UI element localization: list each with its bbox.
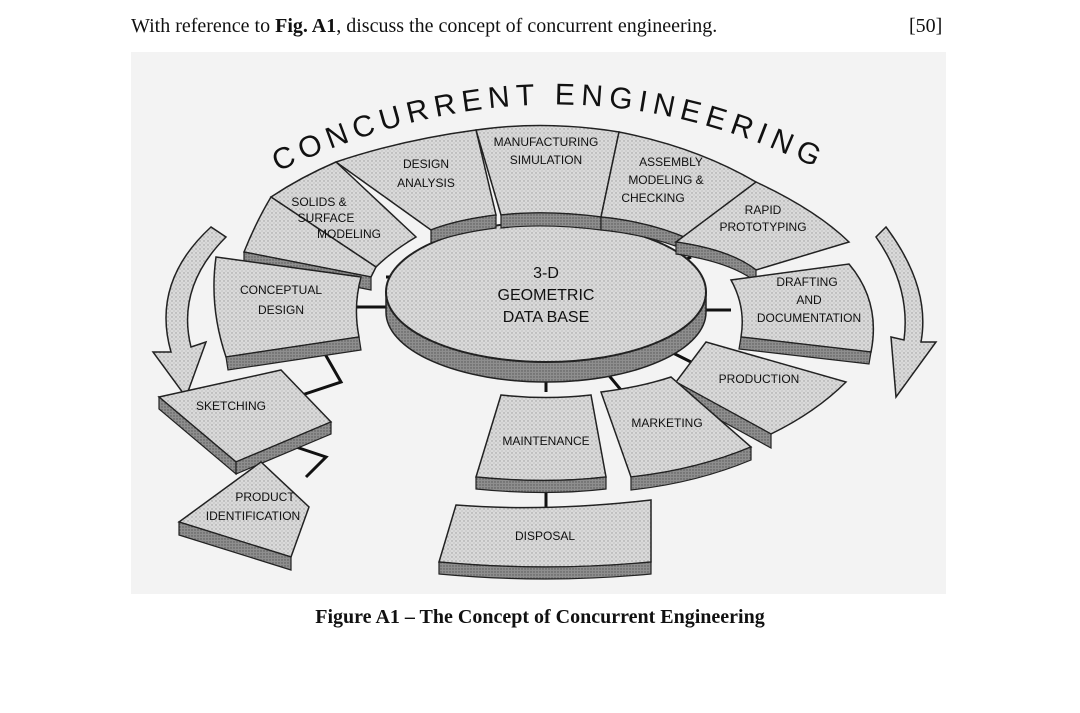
svg-text:MODELING: MODELING <box>317 227 381 241</box>
marks-label: [50] <box>909 15 943 37</box>
segment-sketching: SKETCHING <box>157 369 333 476</box>
right-arrow-icon <box>875 225 938 400</box>
svg-text:MAINTENANCE: MAINTENANCE <box>502 434 589 448</box>
svg-text:CHECKING: CHECKING <box>621 191 684 205</box>
svg-text:SOLIDS &: SOLIDS & <box>291 195 346 209</box>
svg-text:MARKETING: MARKETING <box>631 416 702 430</box>
svg-text:CONCEPTUAL: CONCEPTUAL <box>240 283 322 297</box>
segment-rapid-prototyping: RAPID PROTOTYPING <box>674 181 851 284</box>
question-text: With reference to Fig. A1, discuss the c… <box>131 15 717 38</box>
segment-disposal: DISPOSAL <box>438 499 652 580</box>
svg-text:DRAFTING: DRAFTING <box>776 275 837 289</box>
segment-production: PRODUCTION <box>674 341 848 450</box>
svg-text:SIMULATION: SIMULATION <box>510 153 582 167</box>
svg-text:PROTOTYPING: PROTOTYPING <box>719 220 806 234</box>
svg-text:MODELING &: MODELING & <box>628 173 703 187</box>
segment-drafting-documentation: DRAFTING AND DOCUMENTATION <box>729 263 875 365</box>
center-label-line2: GEOMETRIC <box>498 287 595 304</box>
svg-text:DISPOSAL: DISPOSAL <box>515 529 575 543</box>
segment-design-analysis: DESIGN ANALYSIS <box>334 129 497 244</box>
question-prefix: With reference to <box>131 15 276 37</box>
question-suffix: , discuss the concept of concurrent engi… <box>336 15 718 37</box>
svg-text:PRODUCT: PRODUCT <box>235 490 295 504</box>
center-database-disc: 3-D GEOMETRIC DATA BASE <box>385 221 707 383</box>
svg-text:IDENTIFICATION: IDENTIFICATION <box>206 509 300 523</box>
segment-manufacturing-simulation: MANUFACTURING SIMULATION <box>475 124 620 231</box>
segment-maintenance: MAINTENANCE <box>475 394 607 494</box>
center-label-line1: 3-D <box>533 265 559 282</box>
segment-conceptual-design: CONCEPTUAL DESIGN <box>213 256 362 371</box>
svg-text:DESIGN: DESIGN <box>258 303 304 317</box>
svg-text:RAPID: RAPID <box>745 203 782 217</box>
svg-text:ANALYSIS: ANALYSIS <box>397 176 455 190</box>
figure-caption: Figure A1 – The Concept of Concurrent En… <box>315 606 765 628</box>
concurrent-engineering-diagram: CONCURRENT ENGINEERING 3-D GEOMETRIC DAT… <box>131 52 946 594</box>
svg-text:DESIGN: DESIGN <box>403 157 449 171</box>
segment-product-identification: PRODUCT IDENTIFICATION <box>177 461 310 571</box>
figure-reference: Fig. A1 <box>275 15 337 37</box>
center-label-line3: DATA BASE <box>503 309 590 326</box>
svg-text:DOCUMENTATION: DOCUMENTATION <box>757 311 861 325</box>
svg-text:AND: AND <box>796 293 822 307</box>
svg-text:SKETCHING: SKETCHING <box>196 399 266 413</box>
svg-text:PRODUCTION: PRODUCTION <box>719 372 800 386</box>
svg-text:MANUFACTURING: MANUFACTURING <box>494 135 599 149</box>
segment-marketing: MARKETING <box>599 376 753 491</box>
svg-text:ASSEMBLY: ASSEMBLY <box>639 155 703 169</box>
svg-text:SURFACE: SURFACE <box>298 211 355 225</box>
